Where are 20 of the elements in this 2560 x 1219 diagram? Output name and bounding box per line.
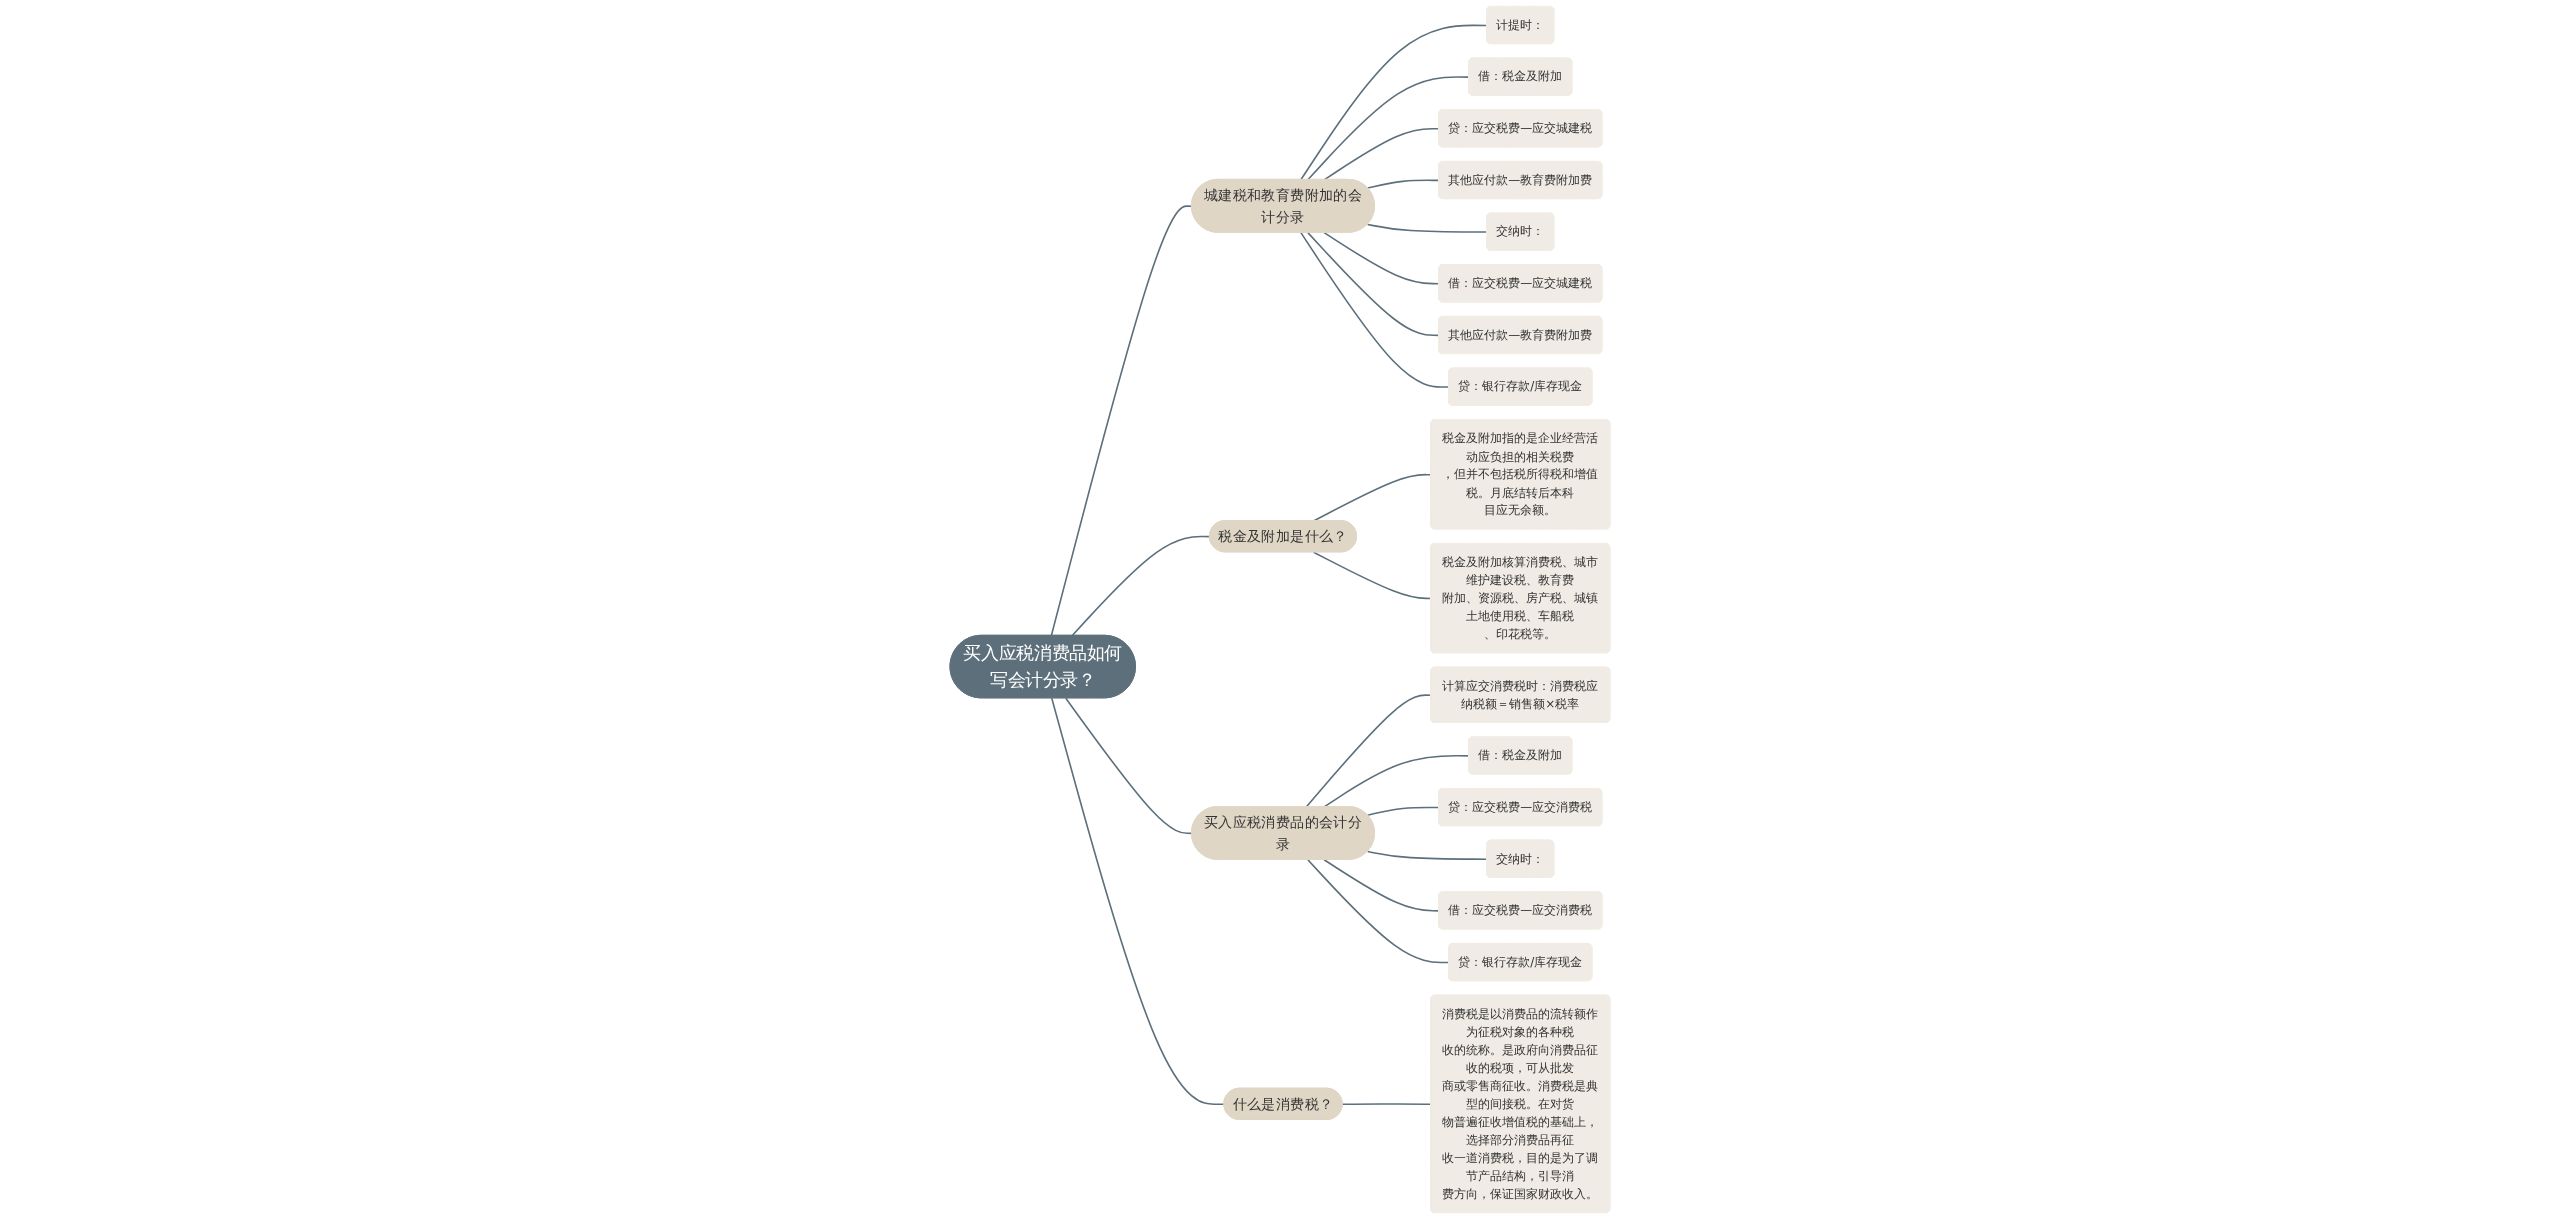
connector	[1305, 694, 1432, 808]
connector	[1050, 205, 1193, 637]
connector	[1307, 859, 1450, 964]
connector	[1307, 76, 1470, 181]
connector	[1366, 223, 1488, 233]
connector	[1300, 231, 1450, 388]
connector	[1366, 179, 1440, 189]
connector	[1366, 850, 1488, 860]
connector	[1323, 859, 1440, 912]
connector	[1065, 697, 1193, 835]
connector	[1307, 231, 1440, 337]
connector	[1341, 1103, 1432, 1106]
connector	[1312, 551, 1432, 600]
connector	[1323, 231, 1440, 285]
connector	[1323, 755, 1470, 808]
connector	[1071, 535, 1211, 637]
connector	[1323, 127, 1440, 181]
connector	[1300, 24, 1488, 181]
connector	[1366, 806, 1440, 816]
connector	[1312, 473, 1432, 522]
